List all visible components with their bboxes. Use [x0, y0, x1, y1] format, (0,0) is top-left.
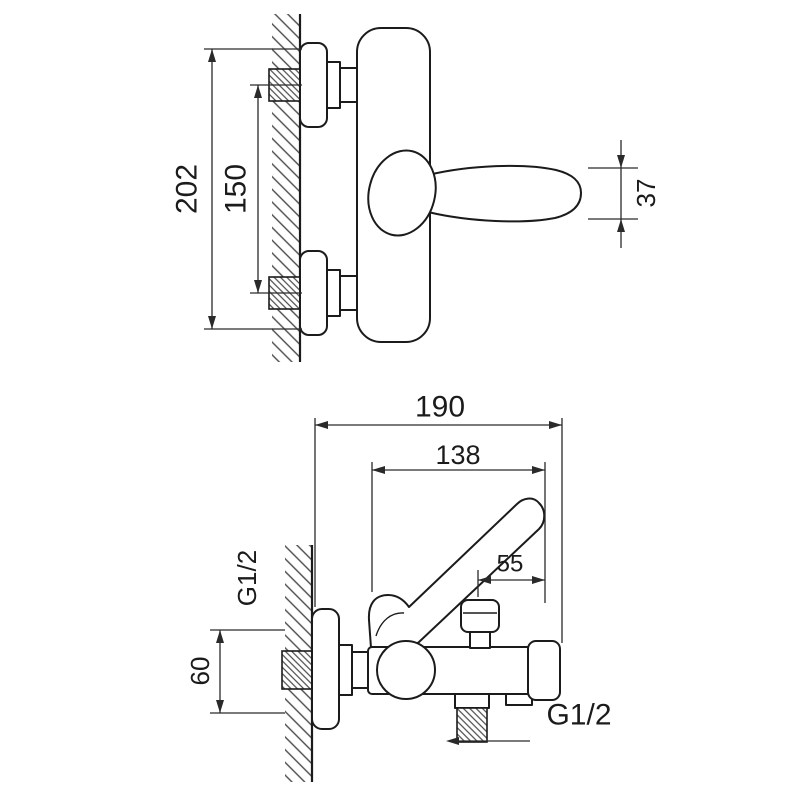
dim-label-handle-end: 37: [631, 179, 661, 208]
dimension-190: 190: [314, 391, 563, 643]
connection-nut-front: [338, 644, 369, 696]
label-outlet-thread: G1/2: [546, 699, 611, 732]
dim-label-overall-height: 202: [171, 164, 204, 214]
dim-label-mount-height: 60: [185, 657, 215, 686]
front-view: 190 138 55 60 G1/2 G1/2: [185, 391, 612, 782]
dimension-37: 37: [588, 140, 661, 248]
connection-nut-bottom: [326, 269, 358, 317]
dim-label-body-width: 138: [435, 440, 480, 470]
wall-flange-top: [299, 42, 328, 128]
side-view: 202 150 37: [171, 14, 661, 362]
connection-nut-top: [326, 61, 358, 109]
wall-flange-front: [311, 608, 340, 730]
dim-label-lever-offset: 55: [497, 551, 524, 578]
dimension-60: 60: [185, 629, 285, 714]
dim-label-inlet-spacing: 150: [220, 164, 253, 214]
outlet-thread-icon: [456, 707, 488, 743]
lever-blade-side: [414, 164, 582, 223]
wall-flange-bottom: [299, 250, 328, 336]
dimension-138: 138: [371, 440, 546, 603]
shower-outlet: [454, 693, 490, 743]
spout-end-cap: [527, 640, 561, 701]
diverter-knob: [460, 599, 500, 649]
lever-base-detail: [375, 612, 405, 637]
lever-base-side: [367, 149, 437, 237]
inlet-thread-front-icon: [281, 650, 315, 690]
dim-label-overall-width: 190: [415, 391, 465, 424]
dimension-150: 150: [220, 84, 302, 294]
cartridge-knob: [376, 640, 436, 700]
dimension-55: 55: [477, 551, 545, 597]
dimension-202: 202: [171, 48, 302, 330]
outlet-thread-callout: G1/2: [446, 699, 612, 745]
label-inlet-thread: G1/2: [232, 550, 262, 606]
